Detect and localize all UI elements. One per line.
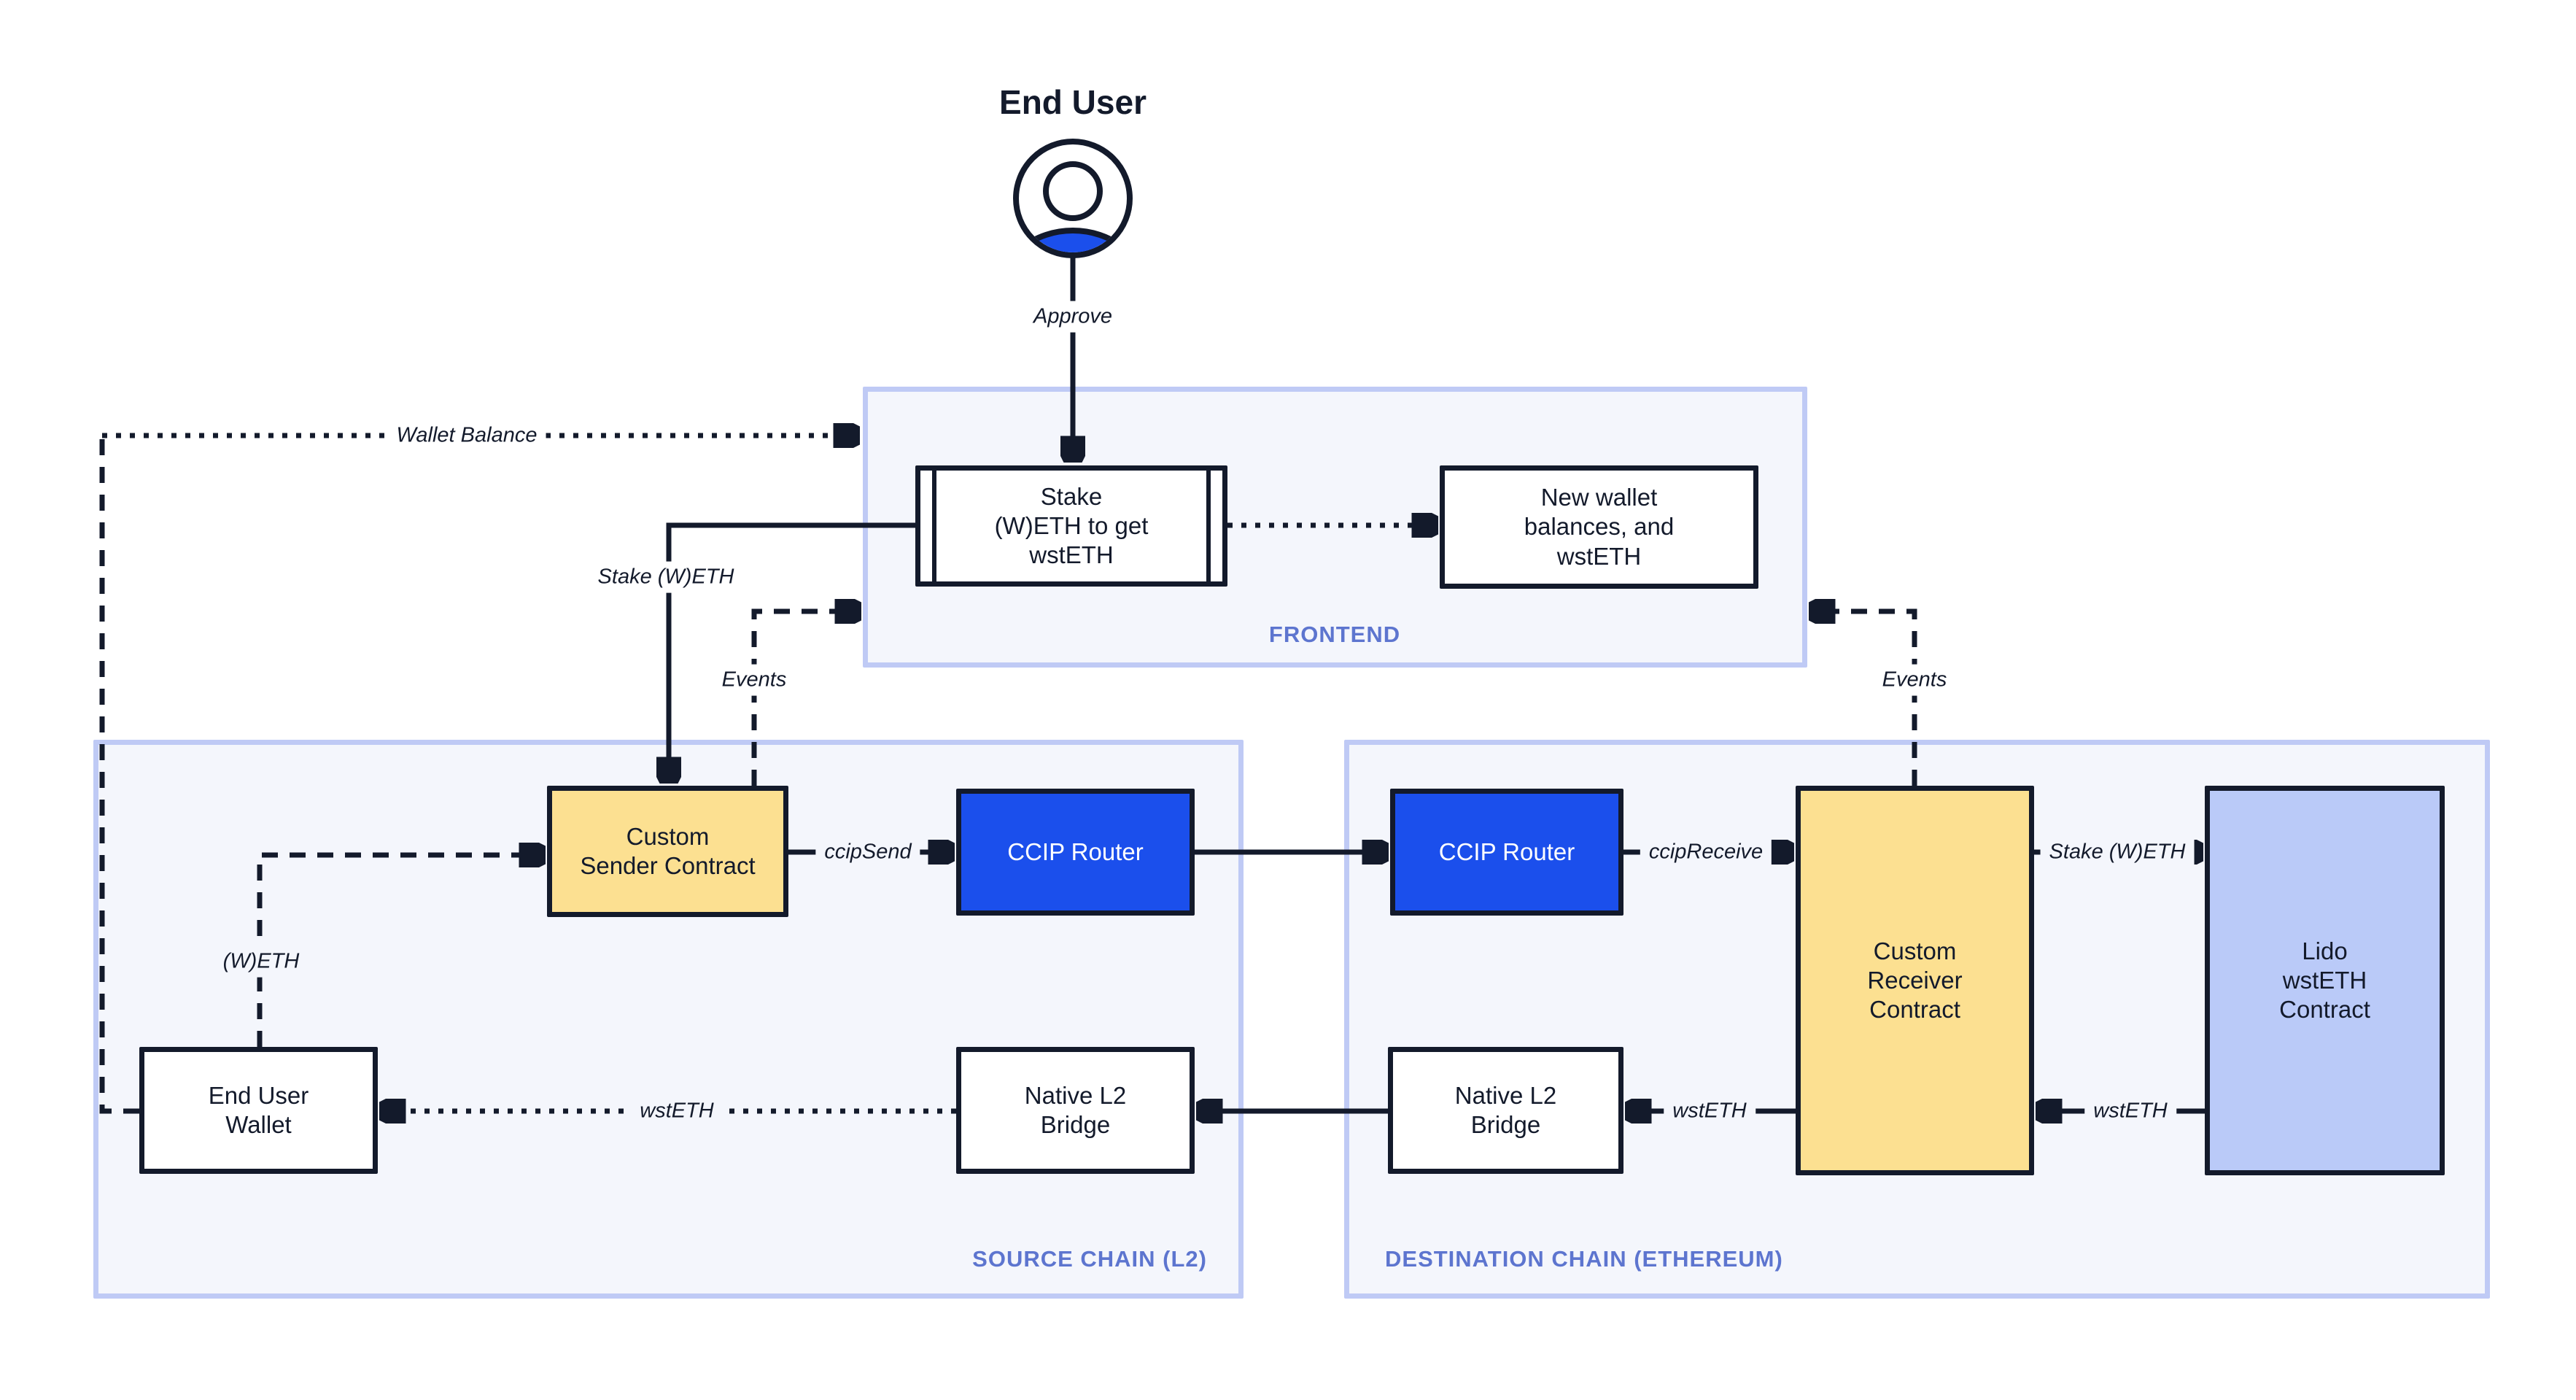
user-icon bbox=[1013, 139, 1133, 258]
events-right-label: Events bbox=[1873, 664, 1956, 696]
new-wallet-box-label: New wallet balances, and wstETH bbox=[1524, 484, 1675, 570]
ccipreceive-label: ccipReceive bbox=[1640, 836, 1772, 868]
ccip-router-source-label: CCIP Router bbox=[1007, 838, 1144, 865]
source-chain-zone-label: SOURCE CHAIN (L2) bbox=[972, 1246, 1207, 1272]
edge-events-left bbox=[751, 611, 856, 786]
destination-chain-zone-label: DESTINATION CHAIN (ETHEREUM) bbox=[1385, 1246, 1783, 1272]
stake-weth-right-label: Stake (W)ETH bbox=[2040, 836, 2195, 868]
edge-wallet-balance-riser bbox=[99, 436, 139, 1114]
lido-wsteth-contract: Lido wstETH Contract bbox=[2205, 786, 2445, 1175]
edge-stake-weth bbox=[669, 522, 915, 778]
edge-weth bbox=[257, 855, 540, 1047]
ccip-router-destination: CCIP Router bbox=[1390, 789, 1623, 916]
wallet-balance-label: Wallet Balance bbox=[387, 419, 546, 452]
frontend-zone-label: FRONTEND bbox=[1268, 622, 1401, 647]
custom-sender-contract: Custom Sender Contract bbox=[547, 786, 788, 917]
stake-box: Stake (W)ETH to get wstETH bbox=[915, 465, 1227, 587]
lido-wsteth-label: Lido wstETH Contract bbox=[2279, 937, 2370, 1024]
ccip-router-destination-label: CCIP Router bbox=[1438, 838, 1575, 865]
wsteth-to-bridge-label: wstETH bbox=[1664, 1095, 1756, 1127]
events-left-label: Events bbox=[713, 664, 796, 696]
ccipsend-label: ccipSend bbox=[815, 836, 920, 868]
new-wallet-box: New wallet balances, and wstETH bbox=[1440, 465, 1758, 589]
approve-label: Approve bbox=[1024, 301, 1122, 333]
stake-weth-label: Stake (W)ETH bbox=[589, 561, 743, 593]
custom-receiver-label: Custom Receiver Contract bbox=[1867, 937, 1963, 1024]
predefined-process-bar bbox=[932, 471, 936, 581]
native-l2-bridge-destination-label: Native L2 Bridge bbox=[1454, 1081, 1557, 1138]
custom-sender-label: Custom Sender Contract bbox=[580, 822, 756, 879]
end-user-title: End User bbox=[999, 83, 1147, 121]
end-user-wallet: End User Wallet bbox=[139, 1047, 378, 1174]
wsteth-to-wallet-label: wstETH bbox=[631, 1095, 723, 1127]
wsteth-from-lido-label: wstETH bbox=[2084, 1095, 2176, 1127]
ccip-router-source: CCIP Router bbox=[956, 789, 1195, 916]
predefined-process-bar bbox=[1206, 471, 1211, 581]
weth-label: (W)ETH bbox=[214, 945, 309, 978]
edge-events-right bbox=[1815, 611, 1917, 786]
native-l2-bridge-destination: Native L2 Bridge bbox=[1388, 1047, 1623, 1174]
stake-box-label: Stake (W)ETH to get wstETH bbox=[994, 482, 1149, 569]
native-l2-bridge-source: Native L2 Bridge bbox=[956, 1047, 1195, 1174]
native-l2-bridge-source-label: Native L2 Bridge bbox=[1024, 1081, 1127, 1138]
custom-receiver-contract: Custom Receiver Contract bbox=[1796, 786, 2034, 1175]
end-user-wallet-label: End User Wallet bbox=[208, 1081, 309, 1138]
